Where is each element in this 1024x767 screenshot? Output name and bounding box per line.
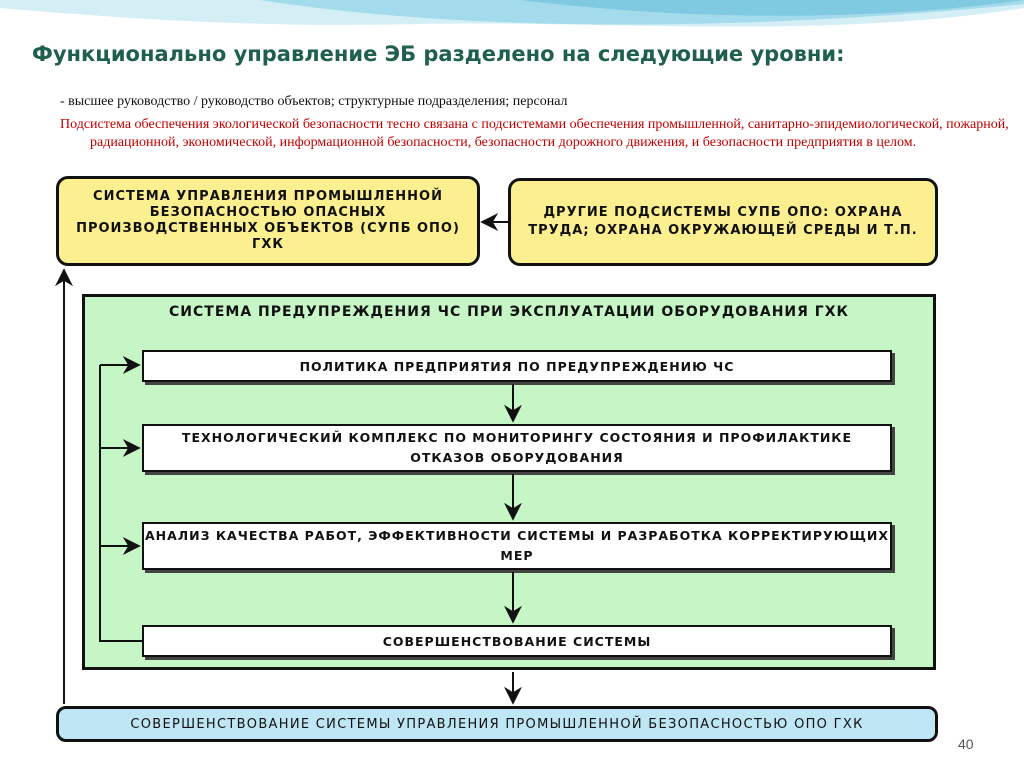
step-policy-label: ПОЛИТИКА ПРЕДПРИЯТИЯ ПО ПРЕДУПРЕЖДЕНИЮ Ч… xyxy=(299,358,735,374)
step-monitoring-label: ТЕХНОЛОГИЧЕСКИЙ КОМПЛЕКС ПО МОНИТОРИНГУ … xyxy=(181,430,853,465)
system-improvement-label: СОВЕРШЕНСТВОВАНИЕ СИСТЕМЫ УПРАВЛЕНИЯ ПРО… xyxy=(130,716,864,732)
subsystem-description: Подсистема обеспечения экологической без… xyxy=(60,117,1009,150)
prevention-system-title: СИСТЕМА ПРЕДУПРЕЖДЕНИЯ ЧС ПРИ ЭКСПЛУАТАЦ… xyxy=(169,304,849,320)
step-improvement-label: СОВЕРШЕНСТВОВАНИЕ СИСТЕМЫ xyxy=(382,633,652,649)
step-analysis-label: АНАЛИЗ КАЧЕСТВА РАБОТ, ЭФФЕКТИВНОСТИ СИС… xyxy=(144,528,890,563)
step-improvement-box: СОВЕРШЕНСТВОВАНИЕ СИСТЕМЫ xyxy=(142,625,892,657)
header-wave-decoration xyxy=(0,0,1024,27)
other-subsystems-label: ДРУГИЕ ПОДСИСТЕМЫ СУПБ ОПО: ОХРАНА ТРУДА… xyxy=(528,205,918,238)
step-policy-box: ПОЛИТИКА ПРЕДПРИЯТИЯ ПО ПРЕДУПРЕЖДЕНИЮ Ч… xyxy=(142,350,892,382)
step-monitoring-box: ТЕХНОЛОГИЧЕСКИЙ КОМПЛЕКС ПО МОНИТОРИНГУ … xyxy=(142,424,892,472)
management-system-box: СИСТЕМА УПРАВЛЕНИЯ ПРОМЫШЛЕННОЙ БЕЗОПАСН… xyxy=(56,176,480,266)
system-improvement-box: СОВЕРШЕНСТВОВАНИЕ СИСТЕМЫ УПРАВЛЕНИЯ ПРО… xyxy=(56,706,938,742)
management-levels-text: - высшее руководство / руководство объек… xyxy=(60,94,568,109)
management-system-label: СИСТЕМА УПРАВЛЕНИЯ ПРОМЫШЛЕННОЙ БЕЗОПАСН… xyxy=(76,189,460,252)
step-analysis-box: АНАЛИЗ КАЧЕСТВА РАБОТ, ЭФФЕКТИВНОСТИ СИС… xyxy=(142,522,892,570)
other-subsystems-box: ДРУГИЕ ПОДСИСТЕМЫ СУПБ ОПО: ОХРАНА ТРУДА… xyxy=(508,178,938,266)
slide-title: Функционально управление ЭБ разделено на… xyxy=(32,42,845,66)
page-number: 40 xyxy=(958,736,974,752)
